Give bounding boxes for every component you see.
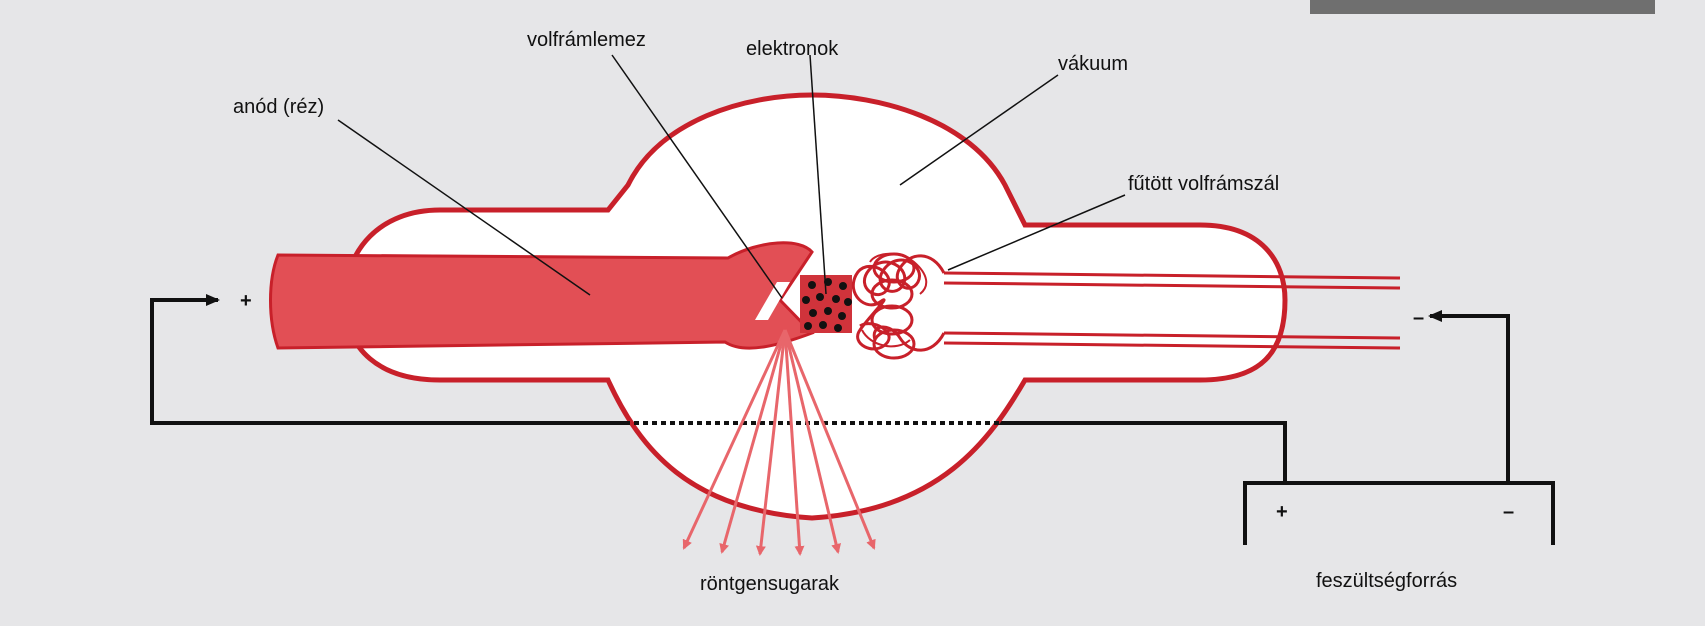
- label-vacuum: vákuum: [1058, 53, 1128, 75]
- electron-dot: [816, 293, 824, 301]
- electron-dot: [839, 282, 847, 290]
- source-plus-sign: +: [1276, 501, 1288, 523]
- electron-dot: [802, 296, 810, 304]
- label-power-source: feszültségforrás: [1316, 570, 1457, 592]
- anode-copper: [271, 243, 813, 348]
- label-anode: anód (réz): [233, 96, 324, 118]
- label-tungsten-plate: volfrámlemez: [527, 29, 646, 51]
- electron-dot: [838, 312, 846, 320]
- electron-dot: [832, 295, 840, 303]
- electron-dot: [809, 309, 817, 317]
- electron-dot: [824, 307, 832, 315]
- electron-dot: [804, 322, 812, 330]
- anode-plus-sign: +: [240, 290, 252, 312]
- source-minus-sign: –: [1503, 501, 1514, 523]
- cathode-minus-sign: –: [1413, 307, 1424, 329]
- electron-dot: [808, 281, 816, 289]
- electron-dot: [844, 298, 852, 306]
- corner-stamp: [1310, 0, 1655, 14]
- label-heated-filament: fűtött volfrámszál: [1128, 173, 1279, 195]
- label-electrons: elektronok: [746, 38, 839, 60]
- label-xrays: röntgensugarak: [700, 573, 840, 595]
- electron-dot: [819, 321, 827, 329]
- electron-dot: [834, 324, 842, 332]
